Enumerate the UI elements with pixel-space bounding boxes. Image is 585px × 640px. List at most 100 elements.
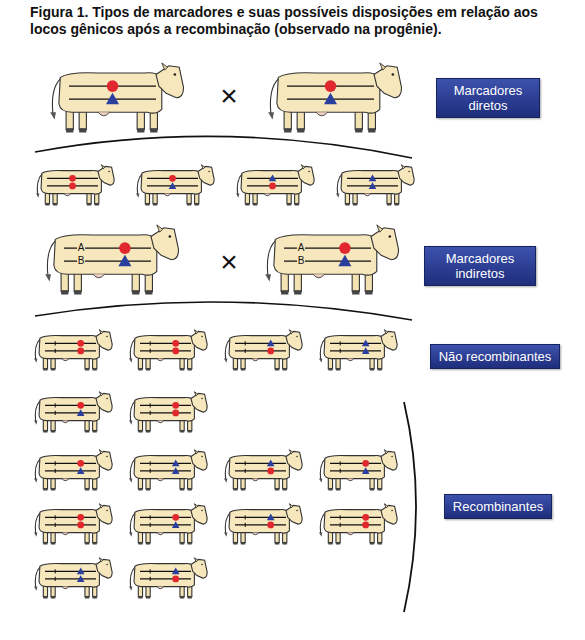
cow-hoof	[336, 368, 340, 371]
cow-hoof	[370, 368, 374, 371]
cow-hoof	[233, 542, 237, 545]
label-box: Recombinantes	[444, 494, 552, 519]
locus-tick	[340, 341, 341, 345]
cow-hoof	[368, 128, 375, 132]
marker-triangle	[172, 567, 180, 574]
cow-body	[134, 563, 194, 587]
cow-ear	[99, 558, 102, 562]
cow-head	[286, 505, 302, 524]
cow-eye	[391, 510, 393, 512]
cow-ear	[157, 225, 163, 232]
cow-hoof	[146, 596, 150, 599]
cow-eye	[106, 510, 108, 512]
chromosome-line	[140, 517, 191, 518]
chromosome-line	[140, 524, 191, 525]
cow-udder	[98, 112, 110, 116]
marker-circle	[362, 522, 369, 529]
cow-hoof	[283, 368, 287, 371]
cow-hoof	[241, 542, 245, 545]
marker-circle	[77, 340, 84, 347]
marker-triangle	[77, 567, 85, 574]
cow-tail-tuft	[50, 112, 56, 119]
cow-hoof	[294, 290, 301, 294]
cow-figure	[236, 165, 314, 206]
cow-hoof	[188, 596, 192, 599]
marker-triangle	[77, 409, 85, 416]
cow-body	[241, 170, 301, 194]
chromosome-line	[235, 524, 286, 525]
cow-eye	[389, 235, 392, 238]
chromosome-line	[235, 343, 286, 344]
cow-udder	[157, 479, 164, 481]
chromosome-line	[45, 517, 96, 518]
cow-hoof	[378, 368, 382, 371]
chromosome-line	[45, 405, 96, 406]
cow-hoof	[146, 542, 150, 545]
locus-tick	[150, 569, 151, 573]
cow-body	[141, 170, 201, 194]
cow-body	[39, 397, 99, 421]
cow-tail-tuft	[224, 533, 227, 537]
locus-tick	[55, 461, 56, 465]
cow-hoof	[275, 368, 279, 371]
locus-tick	[245, 515, 246, 519]
locus-tick	[55, 523, 56, 527]
cow-hoof	[355, 128, 362, 132]
cow-udder	[62, 479, 69, 481]
cow-hoof	[138, 430, 142, 433]
cow-hoof	[146, 368, 150, 371]
label-box: Não recombinantes	[430, 344, 561, 369]
separator-curve	[35, 302, 412, 320]
marker-circle	[77, 522, 84, 529]
cow-body	[134, 455, 194, 479]
cow-hoof	[85, 596, 89, 599]
cow-head	[381, 331, 397, 350]
cow-ear	[99, 392, 102, 396]
marker-circle	[267, 468, 274, 475]
cow-udder	[364, 194, 371, 196]
cow-hoof	[336, 542, 340, 545]
locus-tick	[245, 349, 246, 353]
cow-head	[191, 451, 207, 470]
marker-circle	[172, 576, 179, 583]
cow-hoof	[53, 203, 57, 206]
cow-ear	[99, 504, 102, 508]
cow-body	[277, 73, 380, 113]
cow-hoof	[85, 368, 89, 371]
cow-hoof	[188, 542, 192, 545]
cow-ear	[194, 392, 197, 396]
cow-ear	[289, 450, 292, 454]
cow-body	[229, 455, 289, 479]
cow-ear	[194, 558, 197, 562]
marker-circle	[362, 514, 369, 521]
cow-hoof	[233, 368, 237, 371]
chromosome-line	[330, 524, 381, 525]
box-text: Recombinantes	[453, 499, 543, 514]
cow-tail-tuft	[336, 194, 339, 198]
cow-head	[286, 451, 302, 470]
cow-figure	[336, 165, 414, 206]
cow-ear	[289, 504, 292, 508]
locus-tick	[150, 341, 151, 345]
cow-head	[374, 66, 402, 98]
cow-hoof	[45, 203, 49, 206]
cow-body	[39, 335, 99, 359]
locus-tick	[55, 403, 56, 407]
locus-tick	[340, 523, 341, 527]
cow-eye	[106, 336, 108, 338]
box-text: Não recombinantes	[439, 349, 552, 364]
cow-ear	[401, 165, 404, 169]
marker-circle	[339, 242, 351, 254]
cow-hoof	[43, 430, 47, 433]
cow-hoof	[336, 488, 340, 491]
cow-hoof	[43, 596, 47, 599]
locus-letter: A	[297, 243, 306, 253]
chromosome-line	[45, 578, 96, 579]
marker-circle	[172, 410, 179, 417]
cow-ear	[380, 63, 386, 70]
cow-figure	[319, 450, 397, 491]
chromosome-line	[45, 463, 96, 464]
cow-figure	[136, 165, 214, 206]
cow-eye	[201, 398, 203, 400]
cow-eye	[106, 398, 108, 400]
